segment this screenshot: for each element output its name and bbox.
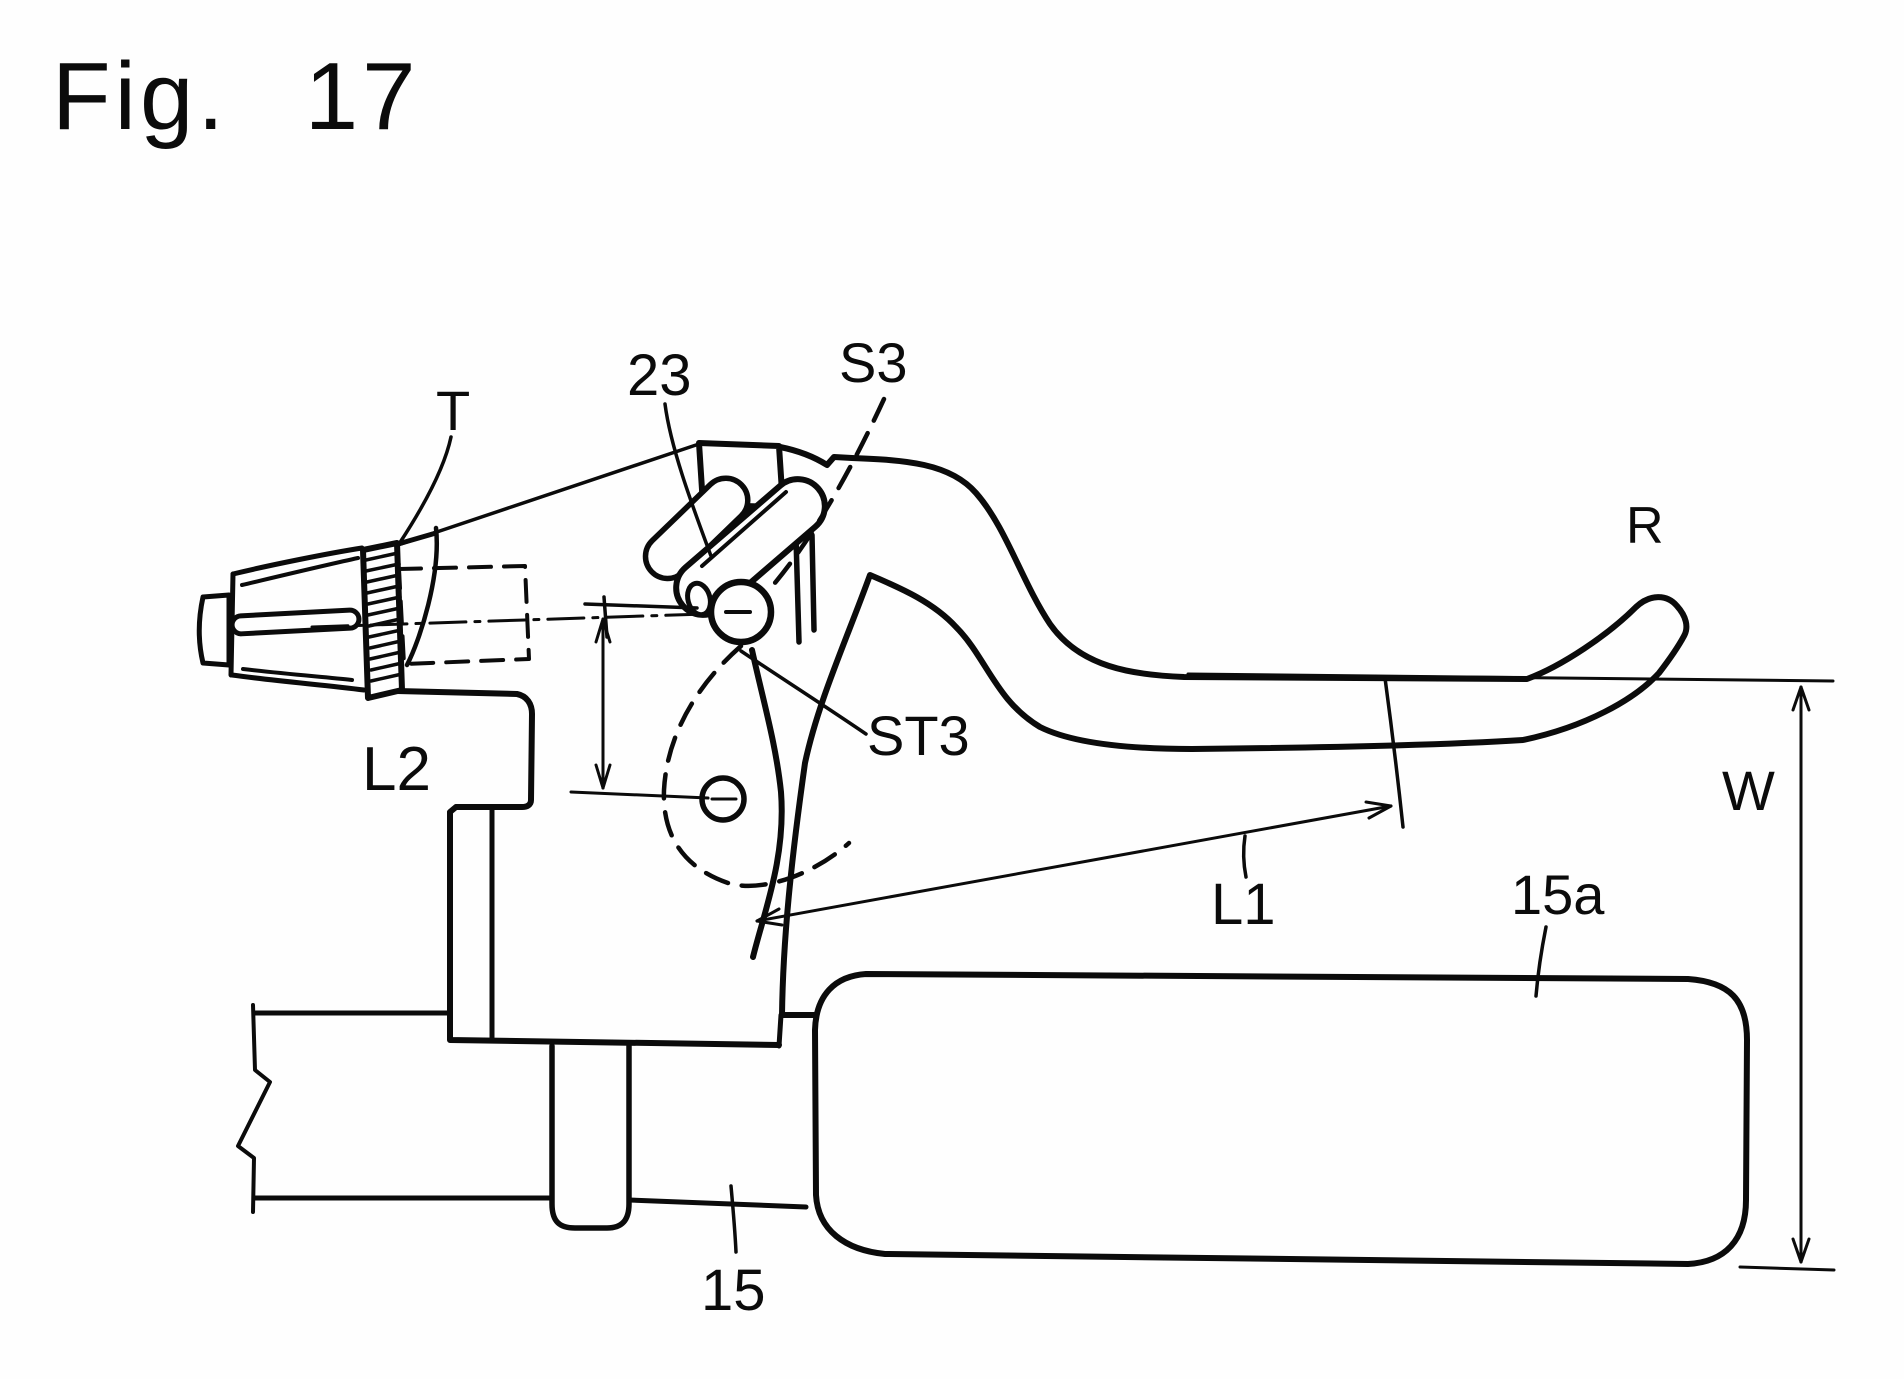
label-s3: S3 [839,331,908,394]
label-l1: L1 [1211,872,1276,937]
spring-path-dashed [661,396,887,889]
figure-title: Fig. 17 [52,43,420,150]
label-w: W [1722,759,1775,822]
label-st3: ST3 [867,704,970,767]
dimension-l1 [755,676,1405,927]
cable-line [396,442,701,547]
body-rear-edge [749,647,785,960]
label-15: 15 [701,1258,766,1323]
label-23: 23 [627,343,692,408]
blade-tick [1383,676,1405,829]
grip [812,971,1750,1267]
leader-lines [397,402,1548,998]
dimension-l2 [569,595,710,800]
hidden-barrel [397,564,531,666]
lever-blade [749,444,1690,1018]
adjuster-cap [196,592,232,668]
label-t: T [436,379,471,442]
break-symbol [236,1003,272,1214]
top-reference-line [1186,672,1835,683]
label-15a: 15a [1511,863,1605,926]
bottom-reference-line [1738,1265,1836,1272]
leader-15a [1534,925,1548,998]
knurl-hatching [364,551,404,683]
adjuster-slot [229,607,362,637]
centerline [310,611,737,629]
leader-st3 [739,649,868,736]
label-r: R [1626,497,1664,555]
cable-anchor-cluster [583,440,828,646]
leader-l1 [1241,834,1248,879]
handlebar-tick [729,1184,738,1254]
leader-t [397,435,453,546]
anchor-cylinder [673,476,828,618]
label-l2: L2 [362,735,431,804]
barrel-adjuster [196,442,737,701]
handlebar [236,1003,809,1214]
clamp-band [549,1043,632,1231]
leader-23 [663,402,713,558]
bracket-body [394,688,784,1231]
ring-face-arc [404,525,439,668]
dimension-w [1186,672,1836,1272]
